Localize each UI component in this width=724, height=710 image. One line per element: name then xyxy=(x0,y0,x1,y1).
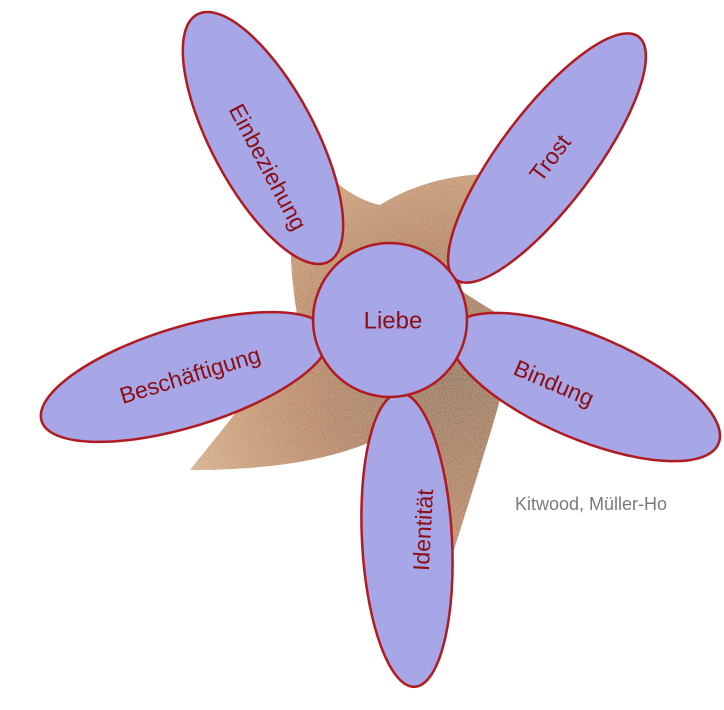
center-label: Liebe xyxy=(364,308,423,335)
petal-label-identitaet: Identität xyxy=(408,488,438,572)
petal-einbeziehung: Einbeziehung xyxy=(151,0,374,286)
petal-trost: Trost xyxy=(418,8,676,307)
source-caption: Kitwood, Müller-Ho xyxy=(515,494,667,515)
center-circle: Liebe xyxy=(313,243,467,397)
